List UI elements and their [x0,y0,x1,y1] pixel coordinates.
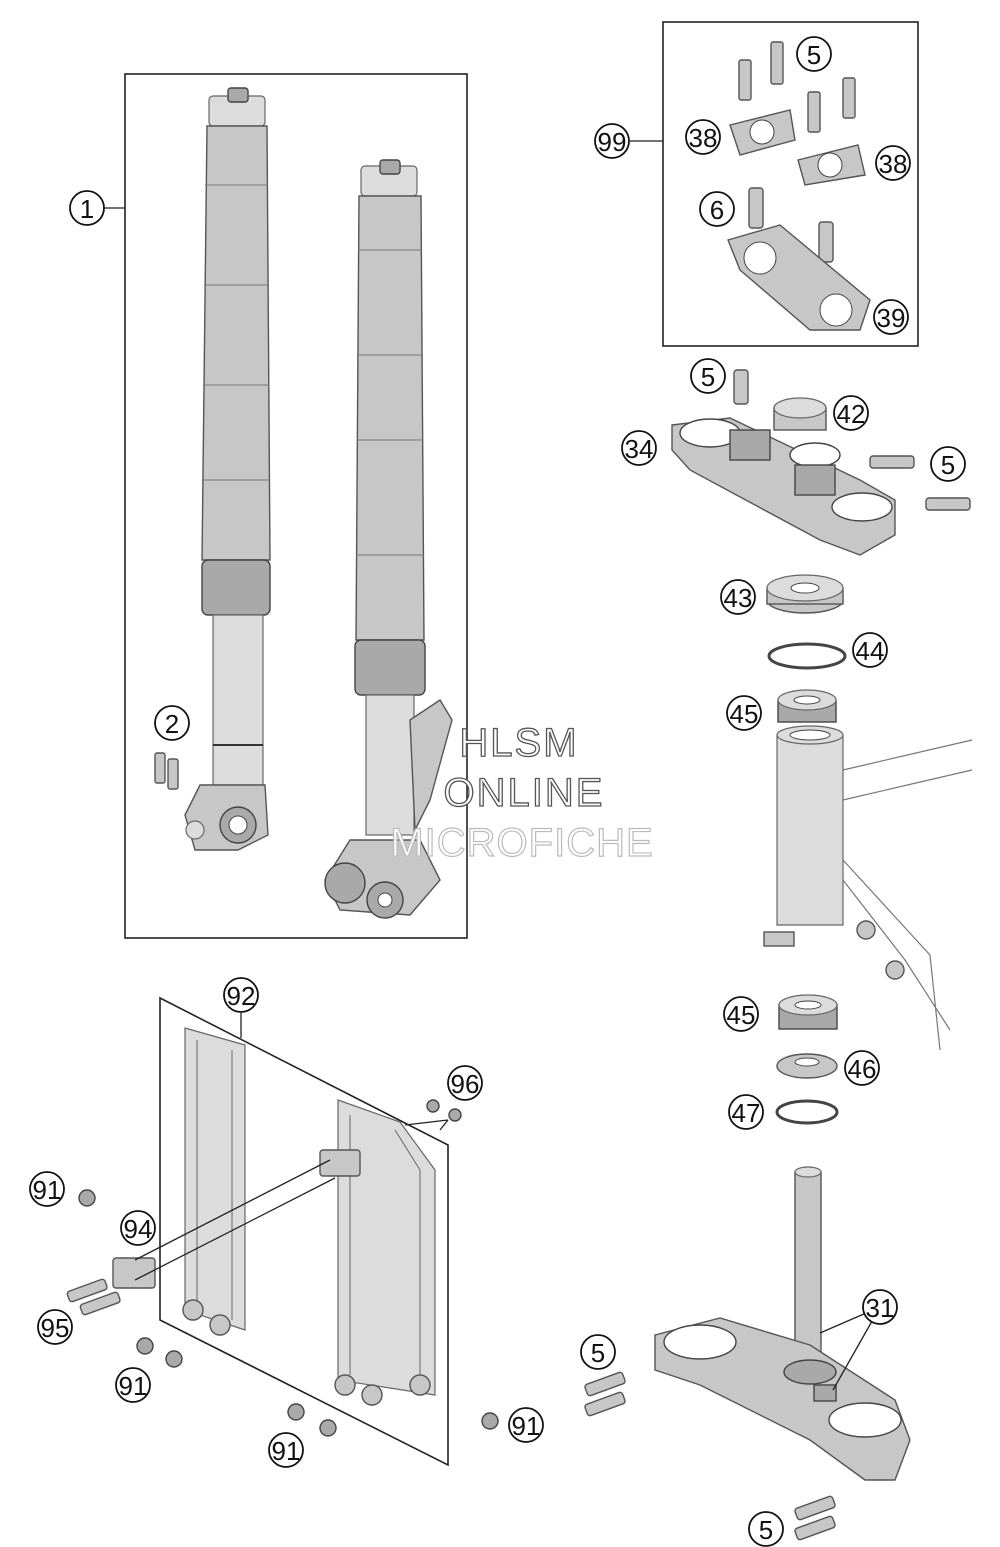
frame-head-tube [763,725,973,1051]
svg-text:44: 44 [856,636,885,666]
o-ring-44 [767,642,847,670]
dust-cover-43 [766,574,844,614]
callout-46: 46 [844,1050,880,1086]
lower-triple-clamp [654,1166,911,1481]
svg-text:6: 6 [710,195,724,225]
svg-text:96: 96 [451,1069,480,1099]
fork-guard-right [334,1099,436,1406]
svg-text:91: 91 [119,1371,148,1401]
left-fork-leg [184,87,271,851]
svg-text:2: 2 [165,709,179,739]
callout-92: 92 [223,977,259,1013]
svg-text:5: 5 [701,362,715,392]
callout-38b: 38 [875,145,911,181]
svg-text:46: 46 [848,1054,877,1084]
svg-text:91: 91 [33,1175,62,1205]
callout-34: 34 [621,430,657,466]
callout-91a: 91 [29,1171,65,1207]
callout-95: 95 [37,1309,73,1345]
callout-91d: 91 [508,1407,544,1443]
svg-text:95: 95 [41,1313,70,1343]
triple-clamp-bolt-right-2 [925,497,971,511]
svg-text:34: 34 [625,434,654,464]
clamp-bolt-6 [748,187,764,229]
callout-94: 94 [120,1210,156,1246]
fork-guard-screws [78,1189,499,1437]
svg-text:38: 38 [689,123,718,153]
svg-text:91: 91 [272,1436,301,1466]
svg-text:31: 31 [866,1293,895,1323]
bearing-45-lower [778,994,838,1030]
handlebar-clamp-upper-right [797,144,866,186]
callout-1: 1 [69,190,105,226]
callout-96: 96 [447,1065,483,1101]
callout-91c: 91 [268,1432,304,1468]
clamp-screws-95 [66,1278,121,1316]
leader-96 [404,1119,449,1131]
svg-text:5: 5 [591,1338,605,1368]
svg-text:92: 92 [227,981,256,1011]
axle-clamp-bolts [154,752,179,790]
nut-96b [448,1108,462,1122]
callout-5c: 5 [930,446,966,482]
callout-6: 6 [699,191,735,227]
callout-2: 2 [154,705,190,741]
callout-47: 47 [728,1094,764,1130]
svg-text:45: 45 [730,699,759,729]
handlebar-clamp-lower [727,224,871,331]
fork-guard-frame [159,996,449,1467]
upper-triple-clamp [671,417,896,556]
watermark-line3: MICROFICHE [390,821,653,865]
steering-stem-nut [773,397,827,431]
callout-5e: 5 [748,1511,784,1547]
svg-text:47: 47 [732,1098,761,1128]
fork-assembly-frame [124,73,468,939]
callout-5b: 5 [690,358,726,394]
callout-38a: 38 [685,119,721,155]
svg-text:45: 45 [727,1000,756,1030]
svg-text:94: 94 [124,1214,153,1244]
svg-text:42: 42 [837,399,866,429]
callout-5a: 5 [796,36,832,72]
svg-text:5: 5 [759,1515,773,1545]
callout-31: 31 [862,1289,898,1325]
svg-text:5: 5 [807,40,821,70]
callout-91b: 91 [115,1367,151,1403]
watermark-line1: HLSM [459,721,578,765]
fork-guard-left [182,1027,246,1336]
brake-line-clamp [112,1149,361,1289]
callout-44: 44 [852,632,888,668]
right-fork-leg [324,159,453,919]
svg-text:5: 5 [941,450,955,480]
triple-clamp-bolt-top [733,369,749,405]
svg-text:99: 99 [598,127,627,157]
bearing-45-upper [777,689,837,723]
lower-clamp-bolts-bottom [794,1495,836,1541]
svg-text:91: 91 [512,1411,541,1441]
callout-43: 43 [720,579,756,615]
triple-clamp-bolt-right-1 [869,455,915,469]
watermark-line2: ONLINE [444,771,605,815]
svg-text:38: 38 [879,149,908,179]
callout-45b: 45 [723,996,759,1032]
svg-text:1: 1 [80,194,94,224]
handlebar-clamp-upper-left [729,109,796,156]
callout-5d: 5 [580,1334,616,1370]
handlebar-clamp-kit-frame [662,21,919,347]
callout-39: 39 [873,299,909,335]
callout-42: 42 [833,395,869,431]
lower-clamp-bolts-left [584,1371,626,1417]
clamp-bolt-6b [818,221,834,263]
svg-text:39: 39 [877,303,906,333]
svg-text:43: 43 [724,583,753,613]
seal-46 [776,1053,838,1079]
callout-45a: 45 [726,695,762,731]
clamp-bolts-upper [738,41,856,133]
callout-99: 99 [594,123,630,159]
o-ring-47 [775,1099,839,1125]
nut-96a [426,1099,440,1113]
